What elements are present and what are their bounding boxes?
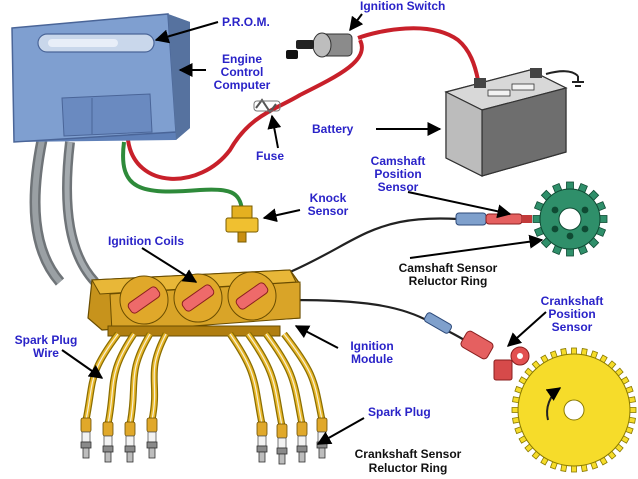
spark-plug-thread: [148, 447, 156, 459]
camshaft-position-sensor: [455, 212, 532, 226]
spark-plug-wires-and-plugs: [80, 331, 328, 465]
spark-plug-boot: [276, 423, 288, 439]
spark-plug-boot: [124, 421, 136, 437]
label-crank-sensor-line2: Position: [548, 307, 595, 321]
spark-plug-thread: [82, 447, 90, 459]
label-ecu-line3: Computer: [214, 78, 271, 92]
spark-plug-boot: [316, 417, 328, 433]
label-knock-line1: Knock: [310, 191, 347, 205]
spark-plug-wire-highlight: [247, 333, 283, 427]
camshaft-reluctor-ring: [532, 181, 608, 257]
label-crank-sensor-line1: Crankshaft: [541, 294, 604, 308]
spark-plug-thread: [258, 451, 266, 463]
crankshaft-reluctor-ring: [511, 347, 637, 473]
coil-1: [119, 275, 169, 325]
prom-chip: [37, 33, 155, 53]
coil-3: [227, 271, 277, 321]
label-cam-sensor-line3: Sensor: [378, 180, 419, 194]
spark-plug-thread: [104, 451, 112, 463]
label-crank-sensor-line3: Sensor: [552, 320, 593, 334]
engine-control-computer: [11, 13, 190, 143]
spark-plug-boot: [256, 421, 268, 437]
label-spark-plug: Spark Plug: [368, 405, 431, 419]
spark-plug-insulator: [103, 435, 113, 447]
label-fuse: Fuse: [256, 149, 284, 163]
label-ignition-module-line2: Module: [351, 352, 393, 366]
ignition-coil-pack: [87, 269, 301, 337]
leader-arrows: [61, 13, 547, 445]
label-ecu-line2: Control: [221, 65, 264, 79]
fuse: [253, 98, 281, 114]
spark-plug-thread: [298, 451, 306, 463]
spark-plug-wire-highlight: [229, 333, 263, 425]
spark-plug-wire-highlight: [129, 333, 151, 425]
label-ignition-switch: Ignition Switch: [360, 0, 445, 13]
ignition-switch: [286, 32, 353, 59]
spark-plug-hex: [146, 441, 158, 449]
label-prom: P.R.O.M.: [222, 15, 270, 29]
label-battery: Battery: [312, 122, 354, 136]
power-wire: [126, 26, 480, 181]
spark-plug-insulator: [257, 435, 267, 447]
ecu-harness-cables: [29, 138, 99, 286]
spark-plug-insulator: [125, 435, 135, 447]
spark-plug-wire-highlight: [283, 333, 323, 421]
label-cam-sensor-line1: Camshaft: [371, 154, 426, 168]
spark-plug-thread: [318, 447, 326, 459]
spark-plug-insulator: [81, 431, 91, 443]
label-knock-line2: Sensor: [308, 204, 349, 218]
spark-plug-hex: [102, 445, 114, 453]
label-spark-plug-wire-line1: Spark Plug: [15, 333, 78, 347]
label-ignition-module-line1: Ignition: [350, 339, 393, 353]
spark-plug-wire-highlight: [151, 333, 167, 421]
spark-plug-wire-highlight: [107, 333, 135, 425]
label-ecu-line1: Engine: [222, 52, 262, 66]
crankshaft-position-sensor: [423, 312, 530, 381]
label-crank-ring-line1: Crankshaft Sensor: [355, 447, 462, 461]
label-cam-ring-line1: Camshaft Sensor: [399, 261, 498, 275]
spark-plug-hex: [256, 445, 268, 453]
knock-sensor-wire: [121, 141, 244, 211]
spark-plug-hex: [276, 447, 288, 455]
spark-plug-hex: [80, 441, 92, 449]
coil-2: [173, 273, 223, 323]
spark-plug-wire-highlight: [265, 333, 303, 425]
spark-plug-thread: [278, 453, 286, 465]
camshaft-sensor-wire: [289, 217, 459, 274]
label-ignition-coils: Ignition Coils: [108, 234, 184, 248]
spark-plug-insulator: [297, 435, 307, 447]
label-cam-sensor-line2: Position: [374, 167, 421, 181]
labels: P.R.O.M. Ignition Switch Engine Control …: [15, 0, 604, 475]
spark-plug-boot: [80, 417, 92, 433]
spark-plug-hex: [296, 445, 308, 453]
spark-plug-hex: [124, 445, 136, 453]
spark-plug-thread: [126, 451, 134, 463]
knock-sensor: [225, 205, 259, 243]
spark-plug-boot: [102, 421, 114, 437]
spark-plug-boot: [296, 421, 308, 437]
spark-plug-insulator: [277, 437, 287, 449]
label-spark-plug-wire-line2: Wire: [33, 346, 59, 360]
spark-plug-boot: [146, 417, 158, 433]
crankshaft-sensor-wire: [291, 298, 473, 346]
spark-plug-insulator: [147, 431, 157, 443]
label-crank-ring-line2: Reluctor Ring: [369, 461, 448, 475]
label-cam-ring-line2: Reluctor Ring: [409, 274, 488, 288]
battery: [444, 68, 584, 177]
